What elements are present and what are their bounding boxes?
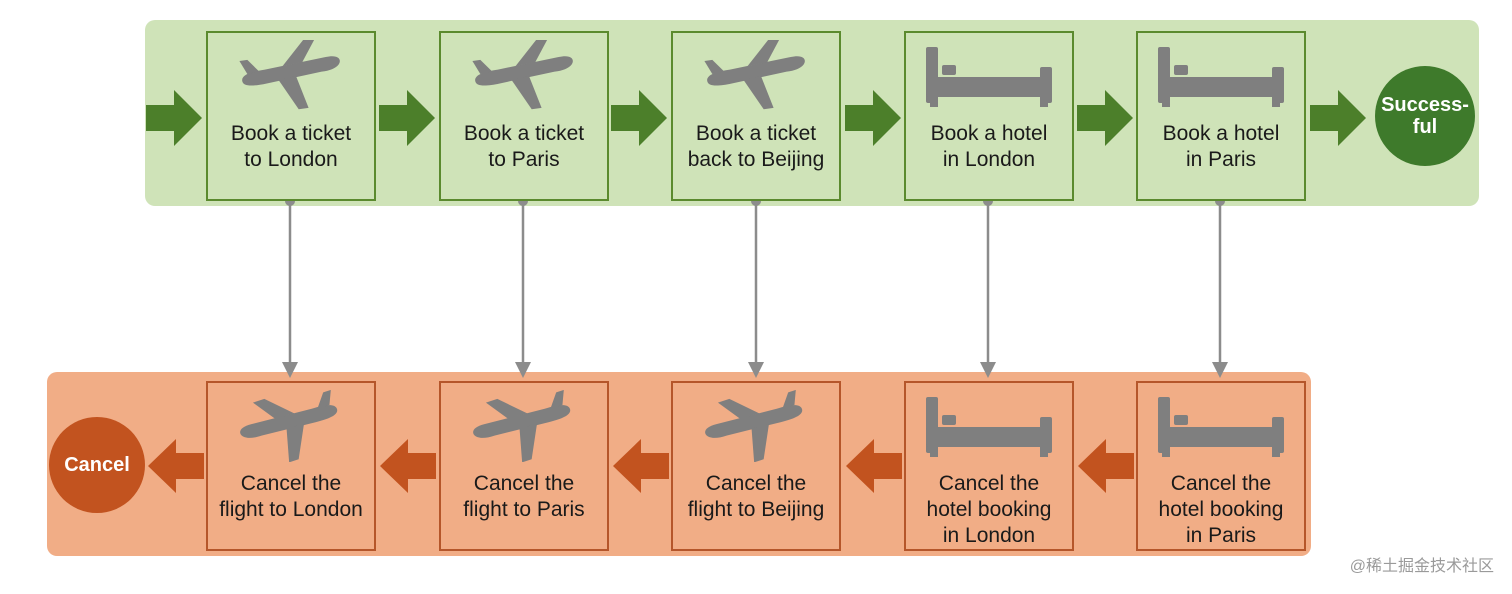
connector-arrowhead — [980, 362, 996, 378]
compensation-connector — [748, 196, 764, 378]
step-cancel-flight-london: Cancel the flight to London — [206, 381, 376, 551]
flow-arrow-left — [148, 439, 204, 493]
compensation-connector — [282, 196, 298, 378]
flow-arrow-right — [379, 90, 435, 146]
airplane-icon — [459, 387, 589, 465]
connector-arrowhead — [748, 362, 764, 378]
airplane-icon — [226, 387, 356, 465]
step-book-hotel-london: Book a hotel in London — [904, 31, 1074, 201]
connector-arrowhead — [282, 362, 298, 378]
success-end-state: Success- ful — [1375, 66, 1475, 166]
airplane-icon — [691, 37, 821, 115]
compensation-connector — [980, 196, 996, 378]
watermark: @稀土掘金技术社区 — [1349, 558, 1494, 575]
flow-arrow-left — [380, 439, 436, 493]
bed-icon — [924, 37, 1054, 115]
compensation-connector — [1212, 196, 1228, 378]
step-book-ticket-london: Book a ticket to London — [206, 31, 376, 201]
airplane-icon — [691, 387, 821, 465]
connector-arrowhead — [1212, 362, 1228, 378]
flow-arrow-left — [846, 439, 902, 493]
step-book-ticket-paris: Book a ticket to Paris — [439, 31, 609, 201]
cancel-end-state: Cancel — [49, 417, 145, 513]
airplane-icon — [226, 37, 356, 115]
flow-arrow-right — [1310, 90, 1366, 146]
step-label: Cancel the flight to Paris — [463, 472, 585, 521]
step-book-hotel-paris: Book a hotel in Paris — [1136, 31, 1306, 201]
step-label: Cancel the hotel booking in London — [926, 472, 1052, 547]
flow-arrow-right — [845, 90, 901, 146]
bed-icon — [1156, 37, 1286, 115]
connector-arrowhead — [515, 362, 531, 378]
flow-arrow-right — [611, 90, 667, 146]
flow-arrow-right — [1077, 90, 1133, 146]
flow-arrow-left — [1078, 439, 1134, 493]
compensation-connector — [515, 196, 531, 378]
step-label: Cancel the flight to Beijing — [687, 472, 825, 521]
step-label: Book a ticket to Paris — [463, 122, 585, 171]
bed-icon — [924, 387, 1054, 465]
step-cancel-hotel-london: Cancel the hotel booking in London — [904, 381, 1074, 551]
step-label: Book a ticket back to Beijing — [687, 122, 825, 171]
step-label: Cancel the hotel booking in Paris — [1158, 472, 1284, 547]
step-book-ticket-beijing: Book a ticket back to Beijing — [671, 31, 841, 201]
step-label: Cancel the flight to London — [219, 472, 363, 521]
flow-arrow-right — [146, 90, 202, 146]
step-label: Book a hotel in London — [930, 122, 1048, 171]
step-cancel-hotel-paris: Cancel the hotel booking in Paris — [1136, 381, 1306, 551]
airplane-icon — [459, 37, 589, 115]
step-cancel-flight-beijing: Cancel the flight to Beijing — [671, 381, 841, 551]
step-cancel-flight-paris: Cancel the flight to Paris — [439, 381, 609, 551]
flow-arrow-left — [613, 439, 669, 493]
step-label: Book a ticket to London — [230, 122, 352, 171]
step-label: Book a hotel in Paris — [1162, 122, 1280, 171]
bed-icon — [1156, 387, 1286, 465]
